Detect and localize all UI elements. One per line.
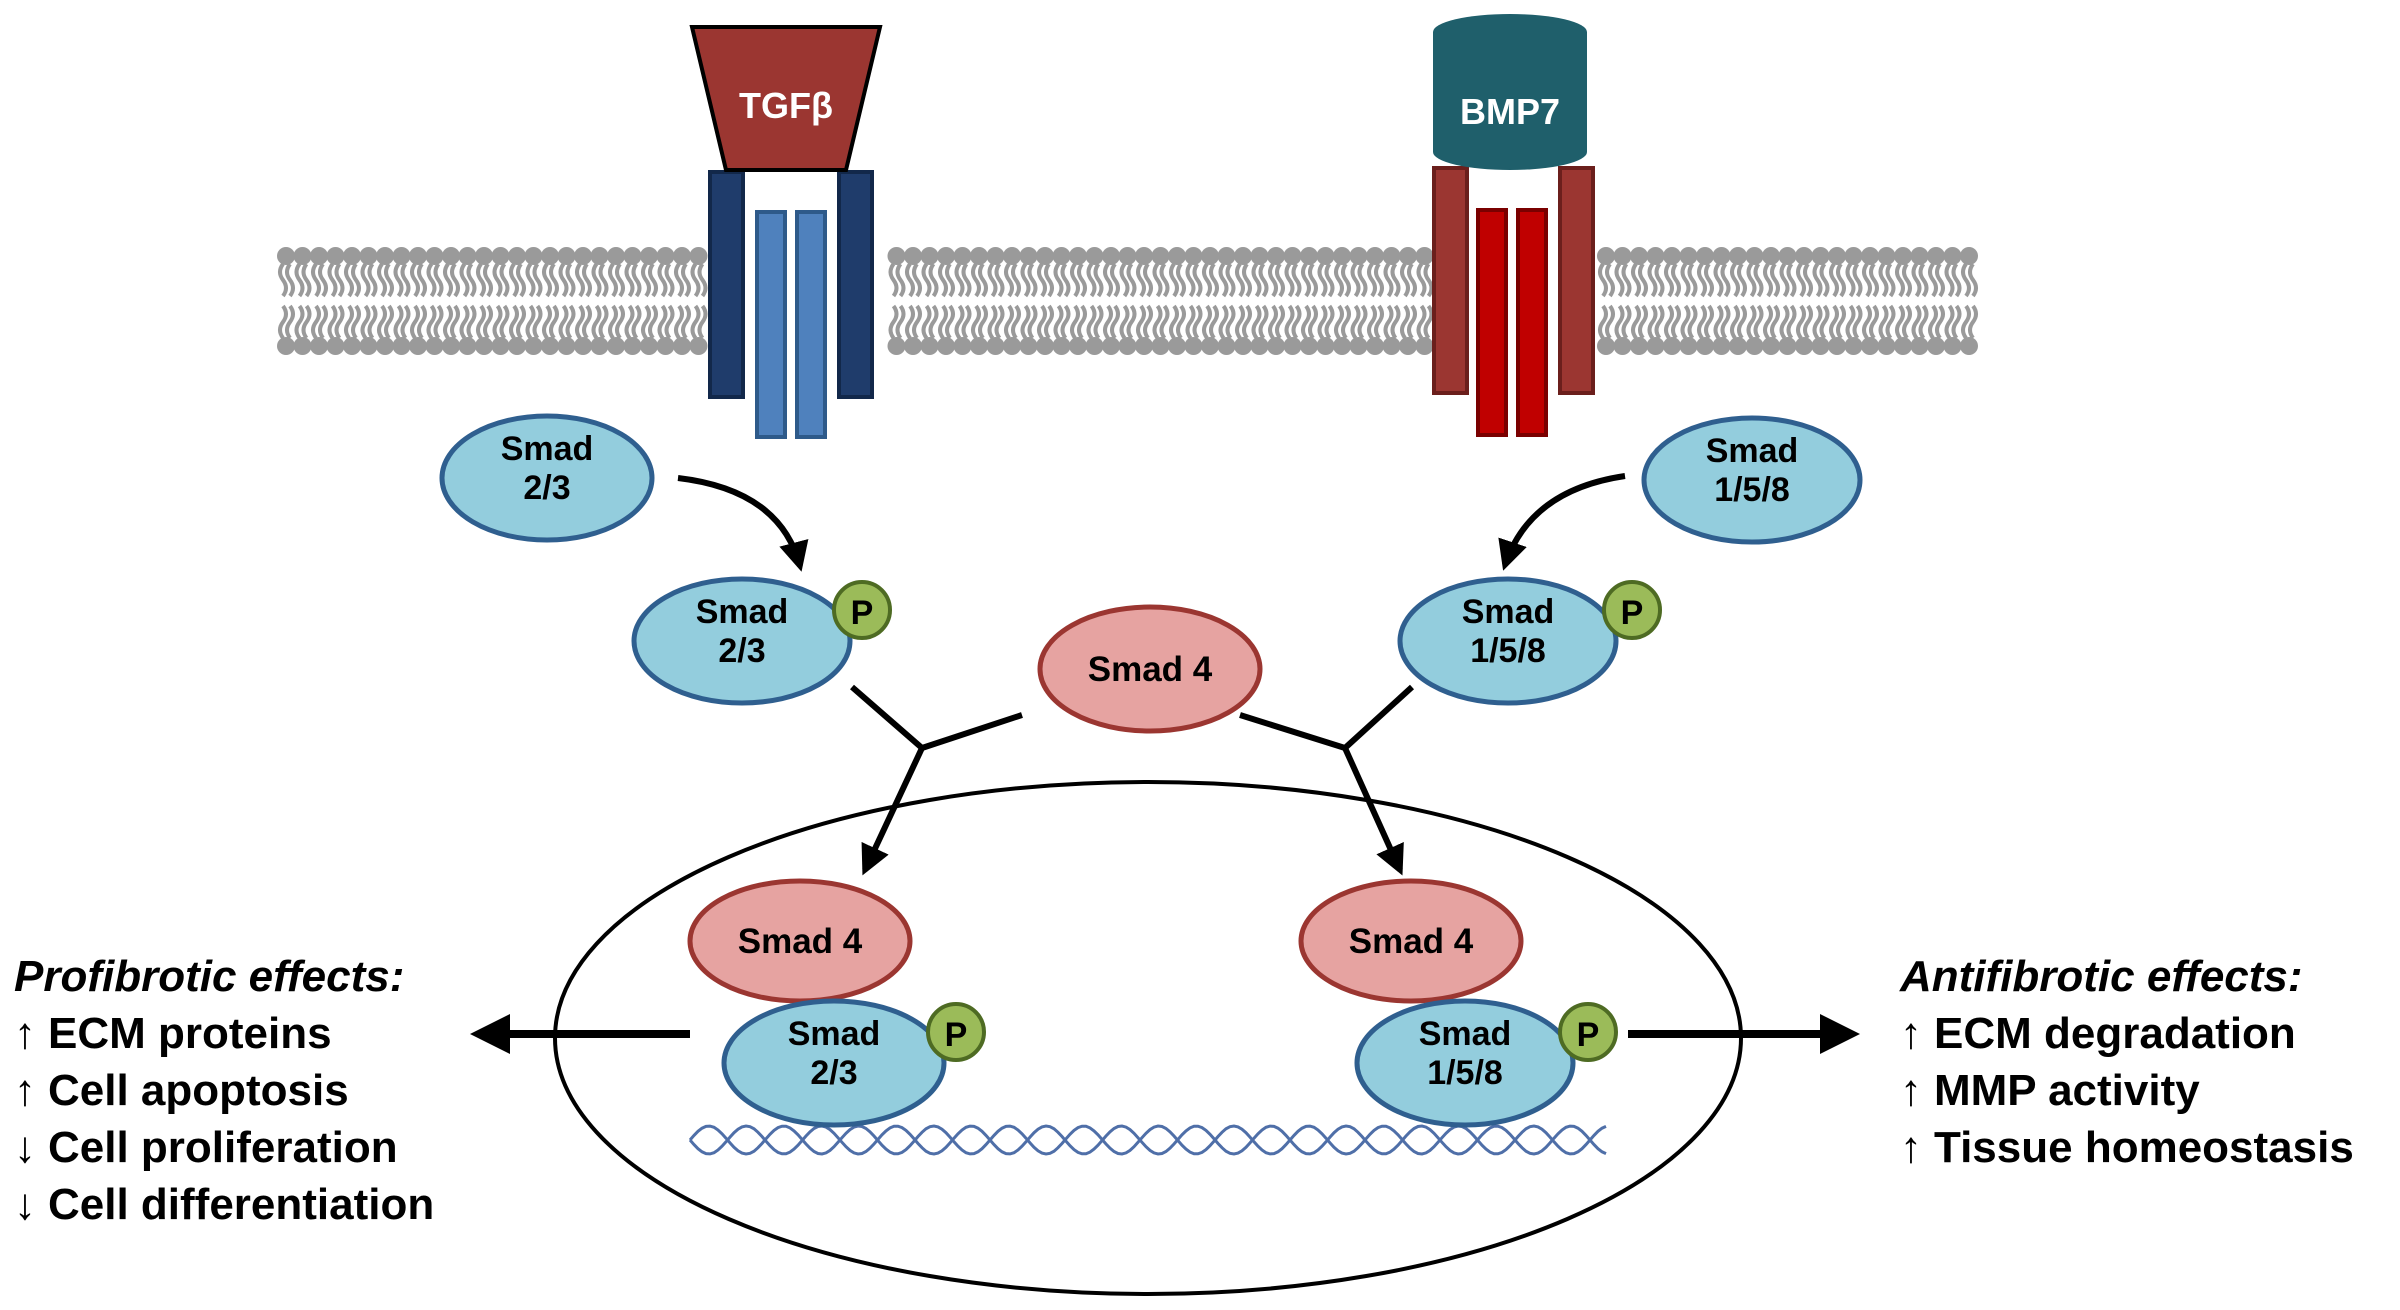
smad4-nuclear-label: Smad 4 bbox=[738, 922, 863, 961]
profibrotic-item: ↑ECM proteins bbox=[14, 1005, 434, 1062]
smad4-label: Smad 4 bbox=[1088, 650, 1213, 689]
smad4-cytoplasm: Smad 4 bbox=[1037, 604, 1263, 734]
effect-direction-arrow: ↑ bbox=[1900, 1009, 1922, 1058]
phosphorylation-arrow-right bbox=[1498, 473, 1626, 571]
bmp7-ligand: BMP7 bbox=[1433, 14, 1587, 170]
phosphorylation-arrow-left bbox=[677, 475, 809, 572]
smad4-nuclear-label: Smad 4 bbox=[1349, 922, 1474, 961]
antifibrotic-item: ↑MMP activity bbox=[1900, 1062, 2354, 1119]
bmp7-ligand-label: BMP7 bbox=[1460, 91, 1560, 132]
complex-formation-right bbox=[1239, 684, 1415, 876]
effect-direction-arrow: ↑ bbox=[1900, 1123, 1922, 1172]
dna-helix bbox=[688, 1124, 1607, 1156]
profibrotic-item: ↓Cell differentiation bbox=[14, 1176, 434, 1233]
effect-text: ECM proteins bbox=[48, 1009, 332, 1058]
tgf-receptor bbox=[708, 170, 874, 439]
cell-membrane bbox=[277, 247, 1978, 355]
profibrotic-item: ↑Cell apoptosis bbox=[14, 1062, 434, 1119]
effect-text: Tissue homeostasis bbox=[1934, 1123, 2354, 1172]
effect-direction-arrow: ↓ bbox=[14, 1123, 36, 1172]
effect-text: Cell differentiation bbox=[48, 1180, 435, 1229]
phospho-label: P bbox=[1621, 594, 1644, 632]
effect-text: Cell apoptosis bbox=[48, 1066, 349, 1115]
effect-text: ECM degradation bbox=[1934, 1009, 2296, 1058]
phospho-label: P bbox=[1577, 1016, 1600, 1054]
effect-direction-arrow: ↑ bbox=[1900, 1066, 1922, 1115]
phospho-label: P bbox=[945, 1016, 968, 1054]
profibrotic-item: ↓Cell proliferation bbox=[14, 1119, 434, 1176]
effect-direction-arrow: ↑ bbox=[14, 1009, 36, 1058]
antifibrotic-title: Antifibrotic effects: bbox=[1900, 952, 2303, 1001]
phospho-label: P bbox=[851, 594, 874, 632]
effect-direction-arrow: ↓ bbox=[14, 1180, 36, 1229]
tgf-ligand: TGFβ bbox=[689, 25, 883, 172]
antifibrotic-item: ↑ECM degradation bbox=[1900, 1005, 2354, 1062]
profibrotic-list: ↑ECM proteins↑Cell apoptosis↓Cell prolif… bbox=[14, 1005, 434, 1233]
effect-text: Cell proliferation bbox=[48, 1123, 398, 1172]
bmp-receptor bbox=[1432, 166, 1595, 437]
complex-formation-left bbox=[850, 684, 1023, 876]
profibrotic-effects: Profibrotic effects: ↑ECM proteins↑Cell … bbox=[14, 948, 434, 1233]
effect-direction-arrow: ↑ bbox=[14, 1066, 36, 1115]
effect-text: MMP activity bbox=[1934, 1066, 2200, 1115]
tgf-ligand-label: TGFβ bbox=[739, 85, 833, 126]
profibrotic-title: Profibrotic effects: bbox=[14, 952, 405, 1001]
antifibrotic-item: ↑Tissue homeostasis bbox=[1900, 1119, 2354, 1176]
antifibrotic-list: ↑ECM degradation↑MMP activity↑Tissue hom… bbox=[1900, 1005, 2354, 1176]
antifibrotic-effects: Antifibrotic effects: ↑ECM degradation↑M… bbox=[1900, 948, 2354, 1176]
